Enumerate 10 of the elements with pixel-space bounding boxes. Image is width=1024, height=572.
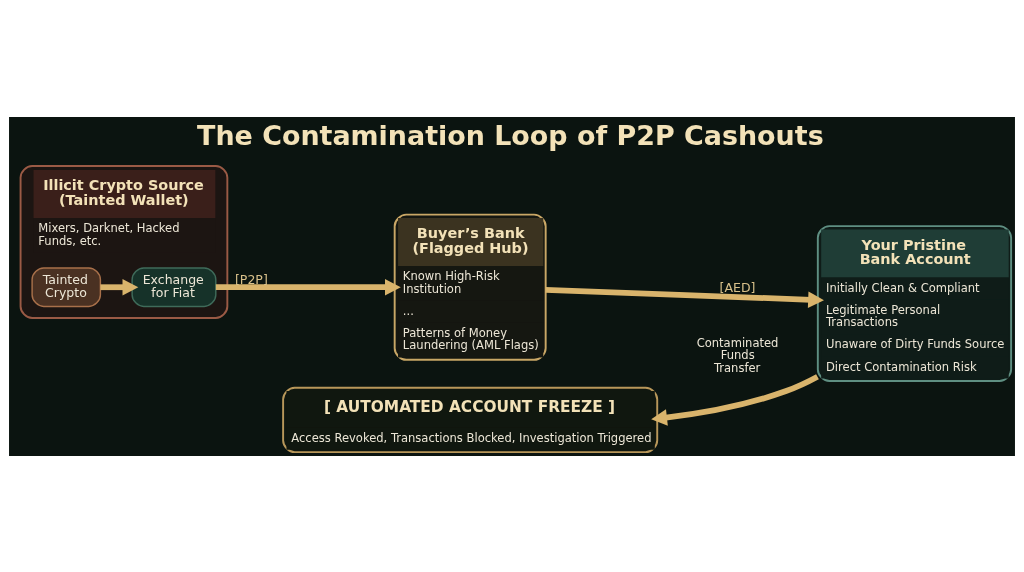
arrow xyxy=(100,278,139,296)
edge-label: [AED] xyxy=(719,279,756,295)
label: Contaminated Funds Transfer xyxy=(696,335,779,375)
diagram-title: The Contamination Loop of P2P Cashouts xyxy=(197,119,824,151)
arrow xyxy=(545,286,824,308)
node-box: Tainted Crypto xyxy=(31,266,102,307)
node-box: Exchange for Fiat xyxy=(131,266,217,307)
arrow xyxy=(651,373,819,426)
arrow xyxy=(215,278,401,296)
edge-label: [P2P] xyxy=(234,271,268,287)
